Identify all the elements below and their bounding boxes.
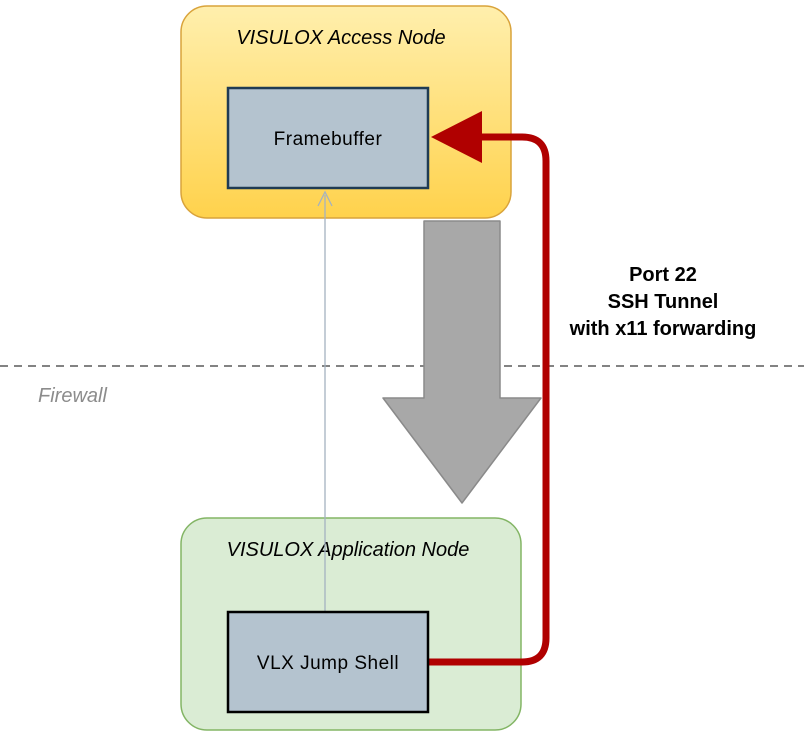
access-node-title: VISULOX Access Node xyxy=(236,27,445,49)
callback-arrowhead-icon xyxy=(317,190,333,207)
jump-shell-box xyxy=(226,610,430,714)
jump-shell-label: VLX Jump Shell xyxy=(257,653,399,674)
framebuffer-label: Framebuffer xyxy=(274,129,383,150)
ssh-annotation-line3: with x11 forwarding xyxy=(569,318,757,340)
ssh-tunnel-arrowhead-icon xyxy=(431,111,482,163)
ssh-tunnel-path xyxy=(428,133,550,666)
application-node-title: VISULOX Application Node xyxy=(227,539,470,561)
framebuffer-box xyxy=(226,86,430,190)
data-flow-arrow xyxy=(382,220,542,504)
ssh-annotation-line1: Port 22 xyxy=(629,264,697,286)
ssh-annotation-line2: SSH Tunnel xyxy=(608,291,719,313)
firewall-label: Firewall xyxy=(38,385,107,407)
